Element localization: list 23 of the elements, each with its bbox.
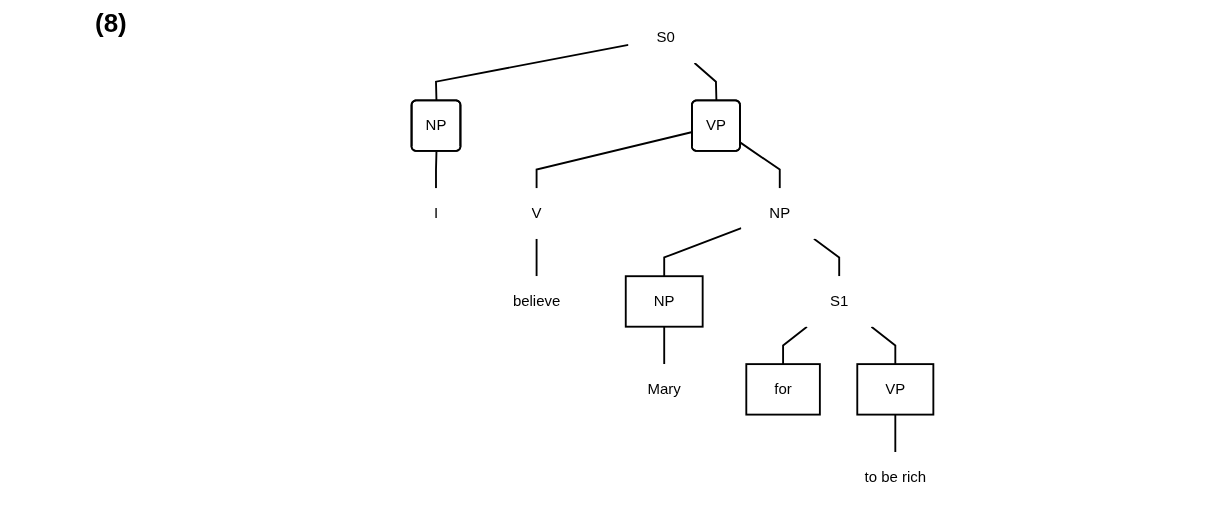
node-text: V: [531, 205, 542, 222]
connector: [663, 325, 666, 366]
connector: [435, 43, 630, 102]
connector: [870, 325, 897, 366]
node-text: NP: [769, 205, 791, 222]
connector: [435, 150, 438, 190]
node-text: S0: [656, 29, 675, 46]
node-text: to be rich: [864, 468, 927, 485]
node-box: NP: [624, 275, 704, 328]
connector: [663, 227, 743, 278]
node-box: for: [745, 363, 821, 416]
node-text: believe: [512, 293, 561, 309]
node-box: VP: [856, 363, 935, 416]
connector: [812, 237, 841, 278]
example-number: (8): [95, 8, 127, 38]
node-text: I: [433, 205, 439, 222]
connector: [782, 325, 808, 366]
node-text: S1: [830, 293, 849, 309]
connector: [693, 62, 718, 102]
connector: [739, 141, 781, 190]
connector: [535, 237, 538, 278]
connector: [894, 413, 897, 453]
node-text: Mary: [647, 380, 681, 397]
